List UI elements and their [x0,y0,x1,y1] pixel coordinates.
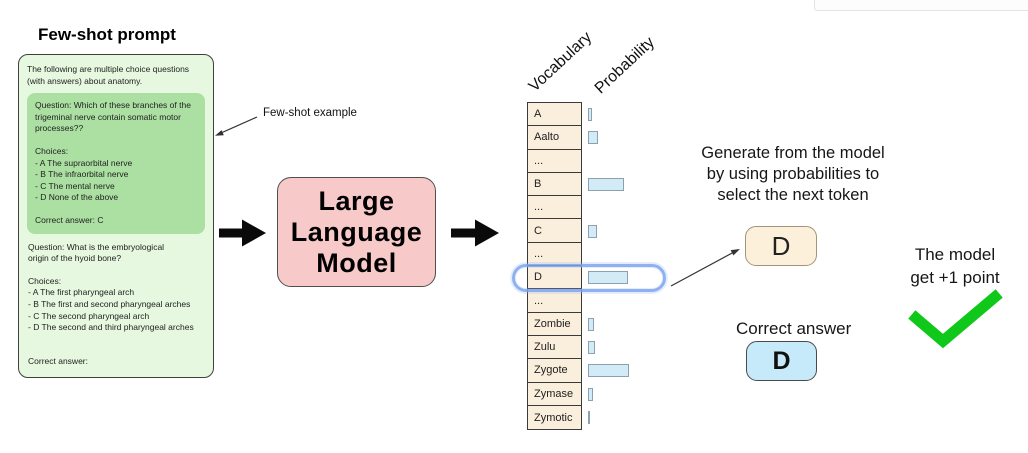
vocab-token: Zombie [534,317,571,330]
example-pointer-line [215,116,258,136]
probability-bar [588,131,598,145]
vocab-token: ... [534,247,544,260]
query-choice: - D The second and third pharyngeal arch… [28,322,194,333]
probability-column-label: Probability [591,33,658,98]
query-choice: - A The first pharyngeal arch [28,287,135,298]
cropped-top-right-box [814,0,1028,11]
few-shot-prompt-title: Few-shot prompt [38,25,176,44]
token-pointer-line [670,249,740,287]
vocab-token: Aalto [534,131,560,144]
query-choices-label: Choices: [28,275,62,286]
vocab-row-highlighted: D [528,266,581,290]
probability-bars [588,103,629,429]
vocab-row: Zymotic [528,405,581,430]
check-icon [908,289,1003,349]
large-language-model-box: Large Language Model [277,177,436,287]
example-choices-label: Choices: [35,145,69,156]
vocab-token: Zymase [534,387,574,400]
vocab-row: B [528,172,581,197]
few-shot-prompt-box: The following are multiple choice questi… [18,54,214,378]
probability-bar [588,108,592,122]
example-question: Question: Which of these branches of the… [35,100,191,134]
example-choice: - B The infraorbital nerve [35,169,129,180]
vocab-row: Zymase [528,382,581,406]
query-choice: - B The first and second pharyngeal arch… [28,298,191,309]
probability-bar [588,224,597,238]
vocabulary-column-label: Vocabulary [525,28,596,96]
few-shot-example-box: Question: Which of these branches of the… [27,93,205,234]
query-answer: Correct answer: [28,355,88,366]
vocab-token: Zygote [534,364,568,377]
generated-token-letter: D [771,230,791,261]
example-choice: - C The mental nerve [35,180,115,191]
vocab-token: ... [534,294,544,307]
vocab-row: C [528,219,581,243]
vocab-row: Aalto [528,126,581,150]
query-question: Question: What is the embryological orig… [28,241,165,264]
llm-label: Large Language Model [290,185,423,278]
vocab-row: ... [528,242,581,267]
vocab-row: Zulu [528,335,581,360]
query-choice: - C The second pharyngeal arch [28,310,150,321]
example-answer: Correct answer: C [35,214,104,225]
vocab-row: Zygote [528,359,581,383]
example-choice: - D None of the above [35,192,119,203]
vocab-token: Zulu [534,341,556,354]
vocab-token: Zymotic [534,411,573,424]
vocab-row: A [528,103,581,127]
correct-answer-label: Correct answer [736,319,852,338]
probability-bar [588,341,595,355]
vocab-token: B [534,178,542,191]
example-choice: - A The supraorbital nerve [35,157,133,168]
generate-note: Generate from the model by using probabi… [701,144,885,204]
selected-token-highlight [512,264,666,292]
vocabulary-table: A Aalto ... B ... C ... D ... Zombie Zul… [527,102,582,431]
probability-bar [588,317,594,331]
vocab-row: Zombie [528,312,581,336]
vocab-row: ... [528,196,581,220]
query-section: Question: What is the embryological orig… [27,242,205,368]
correct-answer-token-box: D [746,341,817,381]
prompt-intro: The following are multiple choice questi… [27,64,190,86]
vocab-token: ... [534,154,544,167]
vocab-row: ... [528,149,581,173]
arrow-prompt-to-llm [219,219,266,247]
probability-bar [588,178,624,192]
probability-bar [588,271,628,285]
vocab-token: C [534,224,542,237]
generated-token-box: D [745,226,817,266]
probability-bar [588,411,590,424]
vocab-token: D [534,271,542,284]
correct-answer-letter: D [772,346,791,375]
vocab-row: ... [528,289,581,313]
few-shot-example-label: Few-shot example [263,107,357,119]
score-note: The model get +1 point [910,245,1000,287]
probability-bar [588,387,593,401]
vocab-token: A [534,108,542,121]
probability-bar [588,364,629,378]
vocab-token: ... [534,201,544,214]
arrow-llm-to-table [451,219,499,247]
